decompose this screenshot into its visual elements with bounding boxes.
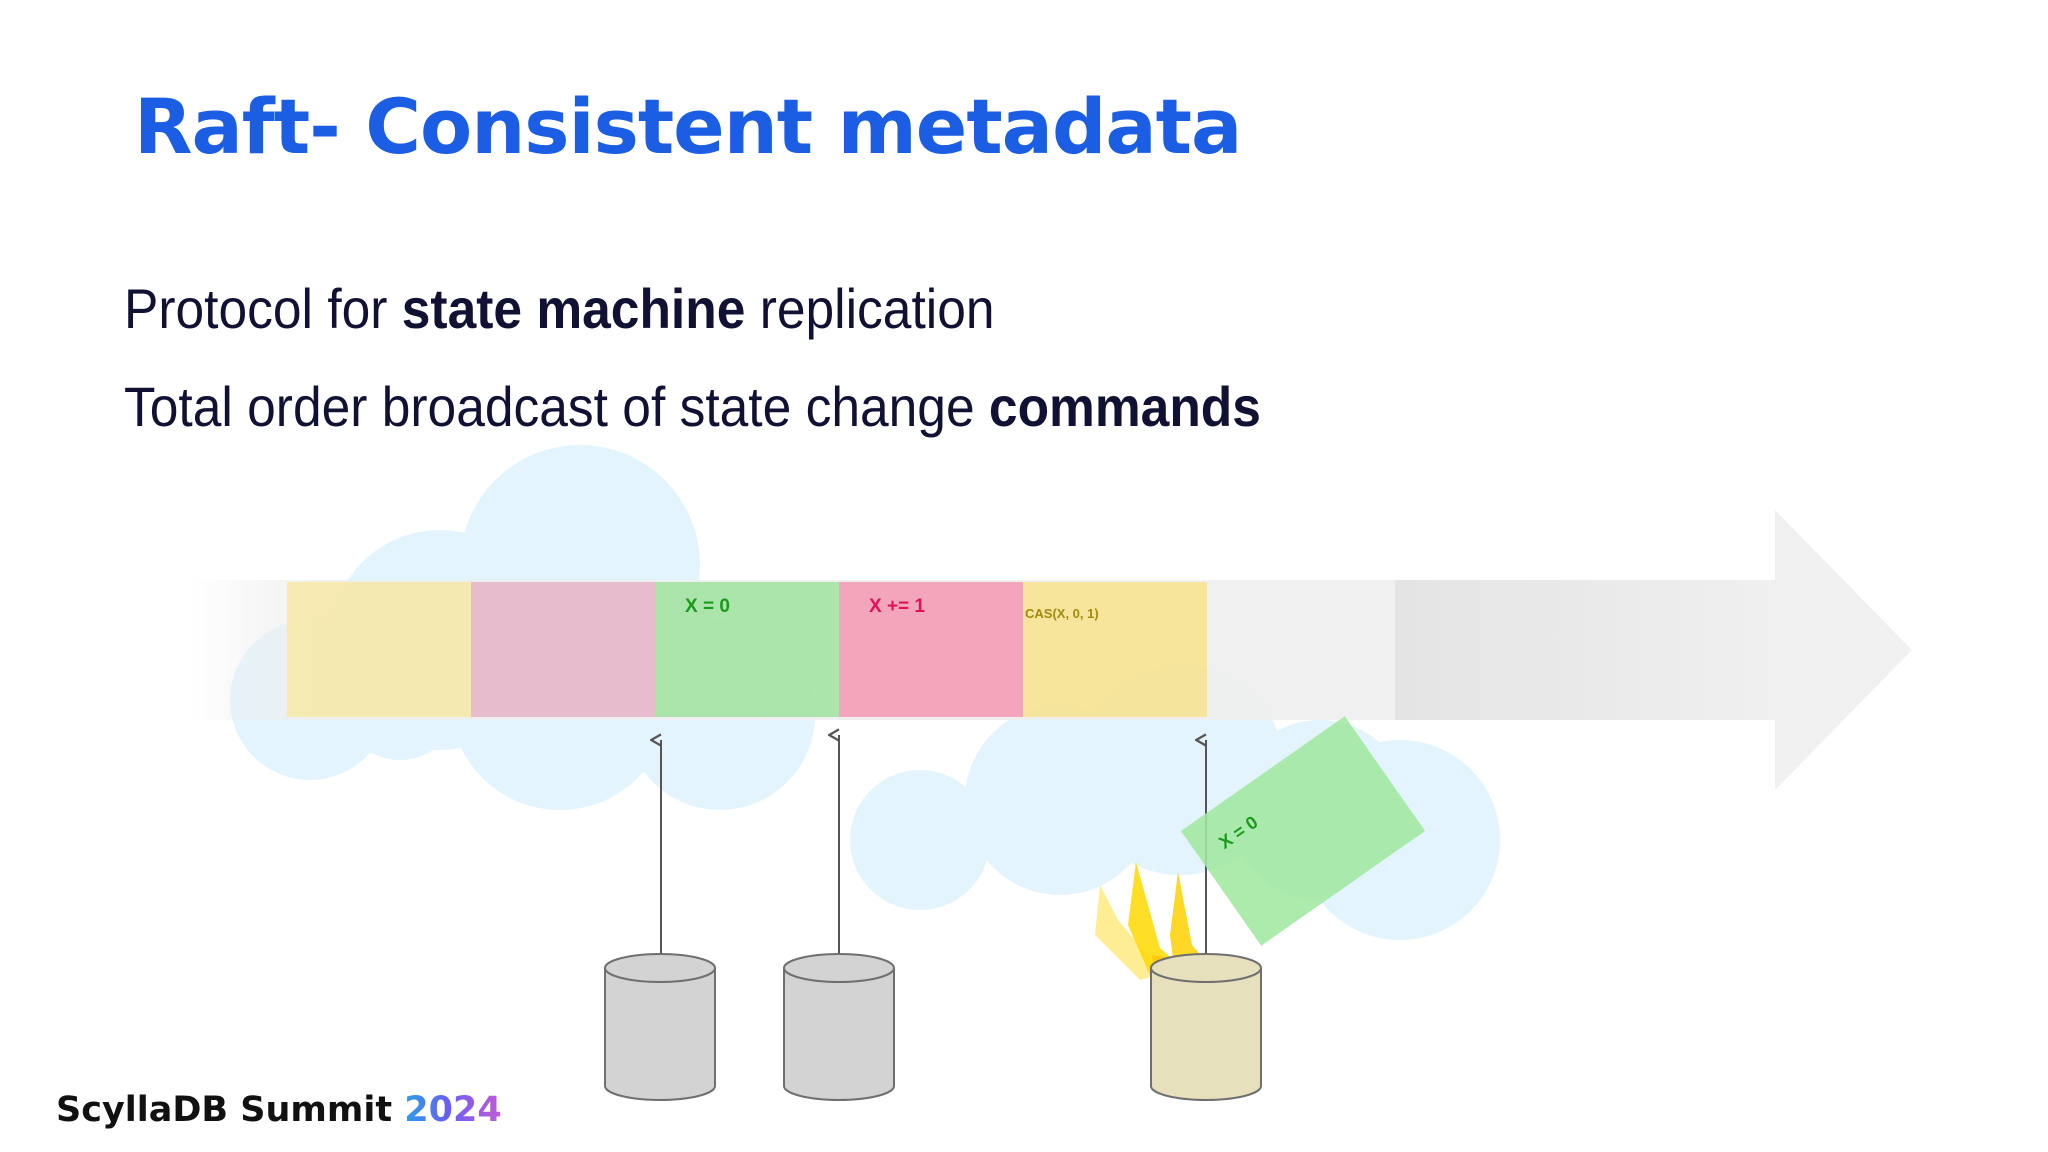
log-entry [1023, 582, 1207, 717]
bullet-text: replication [745, 277, 995, 340]
raft-log: X = 0 X += 1 CAS(X, 0, 1) [287, 582, 1207, 717]
bullet-text: Protocol for [124, 277, 402, 340]
log-entry [839, 582, 1023, 717]
log-entry-label: X += 1 [869, 596, 925, 617]
slide-title: Raft- Consistent metadata [134, 82, 1242, 171]
storage-node [783, 953, 895, 1101]
cylinder-body [1150, 968, 1262, 1101]
bullet-text: Total order broadcast of state change [124, 375, 989, 438]
cylinder-top [1150, 953, 1262, 983]
cylinder-body [783, 968, 895, 1101]
storage-node [1150, 953, 1262, 1101]
scylladb-summit-logo: ScyllaDB Summit 2024 [56, 1090, 502, 1130]
log-entry-label: CAS(X, 0, 1) [1025, 606, 1099, 621]
cylinder-top [604, 953, 716, 983]
bullet-state-machine: Protocol for state machine replication [124, 276, 995, 341]
bullet-emphasis: commands [988, 375, 1261, 438]
log-entry [287, 582, 471, 717]
incoming-command: X = 0 [1180, 716, 1426, 946]
storage-node [604, 953, 716, 1101]
log-entry [471, 582, 655, 717]
storage-nodes [604, 953, 1262, 1101]
incoming-command-box [1180, 716, 1426, 946]
bullet-emphasis: state machine [401, 277, 746, 340]
cylinder-top [783, 953, 895, 983]
logo-brand: ScyllaDB Summit [56, 1090, 405, 1130]
logo-year: 2024 [404, 1090, 502, 1130]
bullet-total-order: Total order broadcast of state change co… [124, 374, 1261, 439]
cylinder-body [604, 968, 716, 1101]
log-entry-label: X = 0 [685, 596, 730, 617]
log-entry [655, 582, 839, 717]
